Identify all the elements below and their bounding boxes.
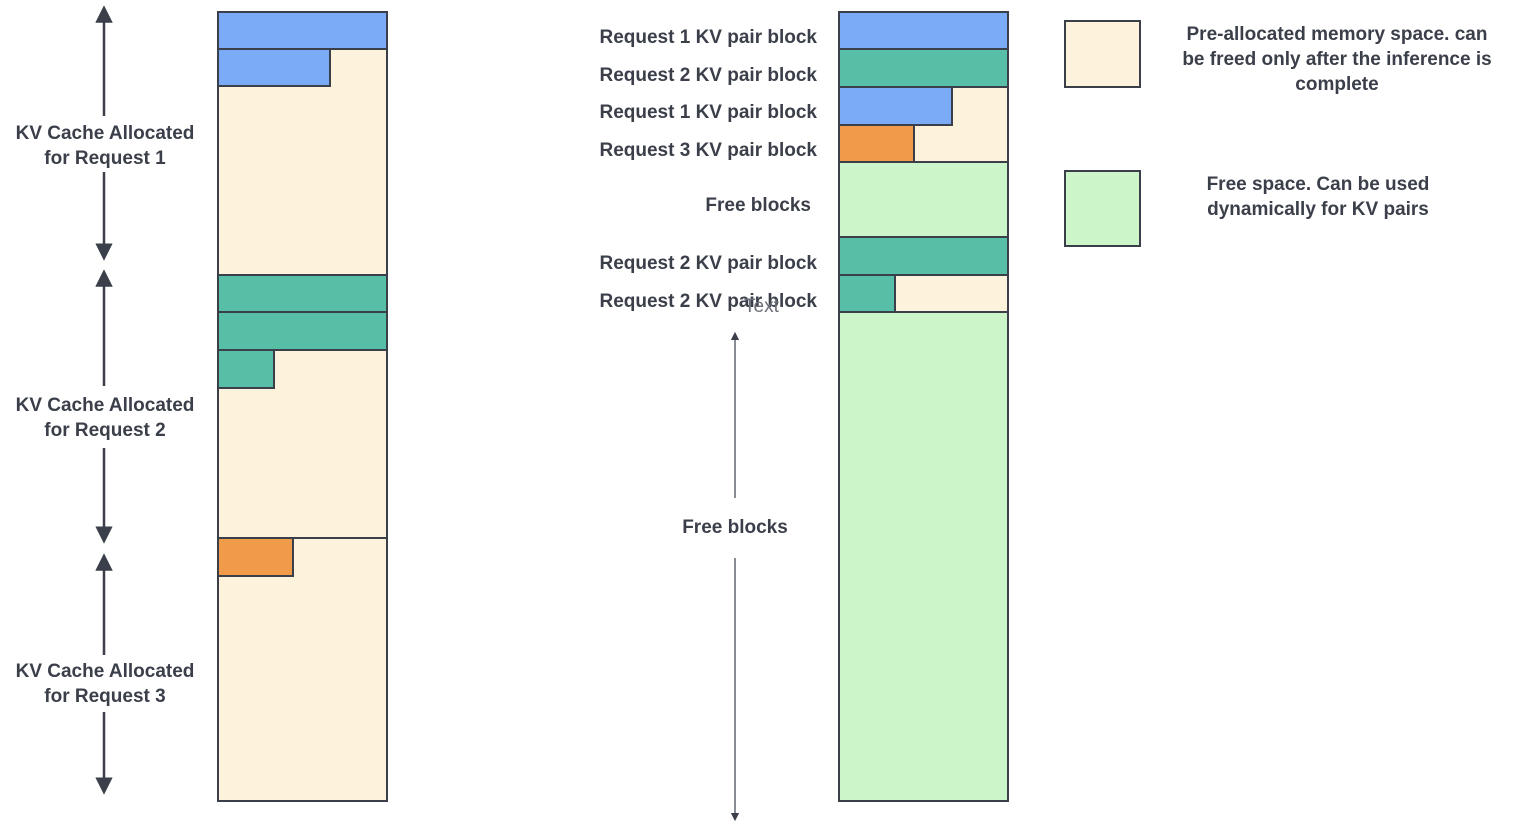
right-block-request-2-c	[838, 274, 896, 313]
left-block-request-1-a	[217, 11, 388, 50]
legend-text-cream-line1: Pre-allocated memory space. can	[1186, 24, 1488, 45]
legend-swatch-cream	[1064, 20, 1141, 88]
label-request-1-line2: for Request 1	[44, 148, 166, 169]
right-block-request-1-a	[838, 11, 1009, 50]
label-request-2: KV Cache Allocated for Request 2	[0, 393, 210, 443]
label-request-2-line2: for Request 2	[44, 420, 166, 441]
stray-text-label: Text	[744, 296, 779, 317]
legend-text-mint: Free space. Can be used dynamically for …	[1158, 172, 1478, 222]
left-memory-column	[217, 11, 388, 802]
left-region-request-3	[217, 537, 388, 802]
right-free-region	[838, 311, 1009, 802]
bottom-free-blocks-label: Free blocks	[682, 517, 788, 538]
right-label-3: Request 3 KV pair block	[599, 140, 817, 161]
legend-text-mint-line1: Free space. Can be used	[1206, 174, 1430, 195]
left-block-request-1-b	[217, 48, 331, 87]
right-block-request-1-b	[838, 86, 953, 126]
right-block-request-3-a	[838, 124, 915, 163]
right-block-request-2-a	[838, 48, 1009, 88]
right-label-2: Request 1 KV pair block	[599, 102, 817, 123]
right-block-request-2-b	[838, 236, 1009, 276]
right-free-block-a	[838, 161, 1009, 238]
label-request-3-line1: KV Cache Allocated	[15, 661, 195, 682]
label-request-1: KV Cache Allocated for Request 1	[0, 121, 210, 171]
label-request-3: KV Cache Allocated for Request 3	[0, 659, 210, 709]
label-request-2-line1: KV Cache Allocated	[15, 395, 195, 416]
right-label-6: Request 2 KV pair block	[599, 291, 817, 312]
legend-text-cream-line3: complete	[1295, 74, 1379, 95]
legend-text-mint-line2: dynamically for KV pairs	[1207, 199, 1429, 220]
label-request-1-line1: KV Cache Allocated	[15, 123, 195, 144]
right-label-4: Free blocks	[705, 195, 811, 216]
right-label-1: Request 2 KV pair block	[599, 65, 817, 86]
legend-text-cream-line2: be freed only after the inference is	[1182, 49, 1492, 70]
left-block-request-3-a	[217, 537, 294, 577]
legend-swatch-mint	[1064, 170, 1141, 247]
left-block-request-2-b	[217, 311, 388, 351]
left-block-request-2-a	[217, 274, 388, 313]
right-memory-column	[838, 11, 1009, 802]
right-label-5: Request 2 KV pair block	[599, 253, 817, 274]
legend-swatches	[1064, 20, 1141, 247]
right-label-0: Request 1 KV pair block	[599, 27, 817, 48]
label-request-3-line2: for Request 3	[44, 686, 166, 707]
left-block-request-2-c	[217, 349, 275, 389]
legend-text-cream: Pre-allocated memory space. can be freed…	[1158, 22, 1516, 97]
